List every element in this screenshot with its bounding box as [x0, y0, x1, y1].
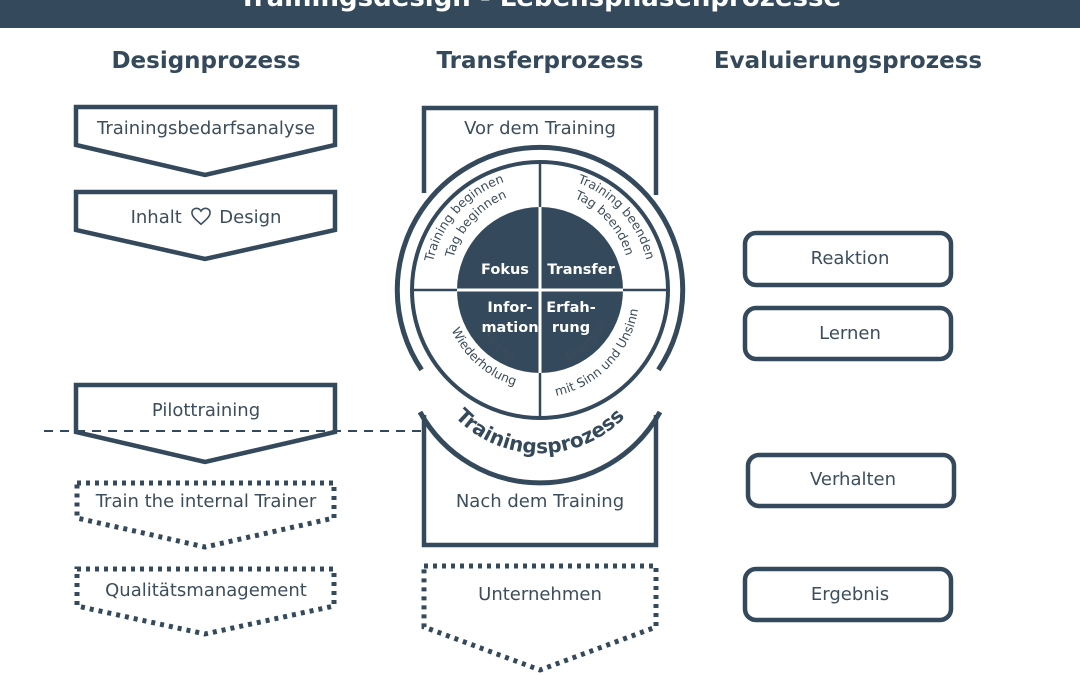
behavior-box [745, 452, 957, 509]
company-label: Unternehmen [478, 584, 602, 605]
quadrant-focus-label: Fokus [481, 262, 529, 278]
reaction-label: Reaktion [810, 248, 890, 269]
quadrant-information-line-1: Infor- [487, 300, 533, 316]
before-training-shape [421, 105, 659, 195]
train-trainer-label: Train the internal Trainer [95, 491, 317, 512]
column-header-evaluation: Evaluierungsprozess [713, 48, 983, 74]
heart-icon [190, 207, 211, 226]
result-label: Ergebnis [810, 584, 890, 605]
content-design-shape [73, 189, 338, 262]
train-trainer-shape [74, 480, 337, 550]
pilot-training-label: Pilottraining [151, 400, 261, 421]
learning-box [742, 305, 954, 362]
pilot-training-shape [73, 382, 338, 465]
training-bottom-arc [417, 410, 663, 486]
after-training-label: Nach dem Training [455, 491, 625, 512]
column-header-transfer: Transferprozess [436, 48, 644, 74]
content-design-label: Inhalt Design [76, 207, 336, 229]
before-training-label: Vor dem Training [464, 118, 616, 139]
content-design-label-b: Design [219, 207, 282, 228]
behavior-label: Verhalten [809, 469, 897, 490]
training-title-arc [394, 144, 686, 372]
company-shape [421, 563, 659, 673]
reaction-box [742, 230, 954, 288]
title-banner [0, 0, 1080, 28]
column-header-design: Designprozess [111, 48, 301, 74]
quality-management-shape [74, 566, 337, 637]
after-training-shape [421, 415, 659, 548]
learning-label: Lernen [819, 323, 881, 344]
quadrant-transfer-label: Transfer [547, 262, 615, 278]
needs-analysis-shape [73, 104, 338, 178]
banner-title: Trainingsdesign - Lebensphasenprozesse [0, 0, 1080, 13]
quadrant-experience-line-2: rung [551, 320, 591, 336]
quadrant-experience-line-1: Erfah- [546, 300, 596, 316]
quadrant-information-line-2: mation [481, 320, 539, 336]
quadrant-experience-label: Erfah- rung [535, 298, 607, 338]
content-design-label-a: Inhalt [130, 207, 182, 228]
needs-analysis-label: Trainingsbedarfsanalyse [96, 118, 316, 139]
quality-management-label: Qualitätsmanagement [105, 580, 307, 601]
result-box [742, 566, 954, 623]
quadrant-information-label: Infor- mation [473, 298, 547, 338]
